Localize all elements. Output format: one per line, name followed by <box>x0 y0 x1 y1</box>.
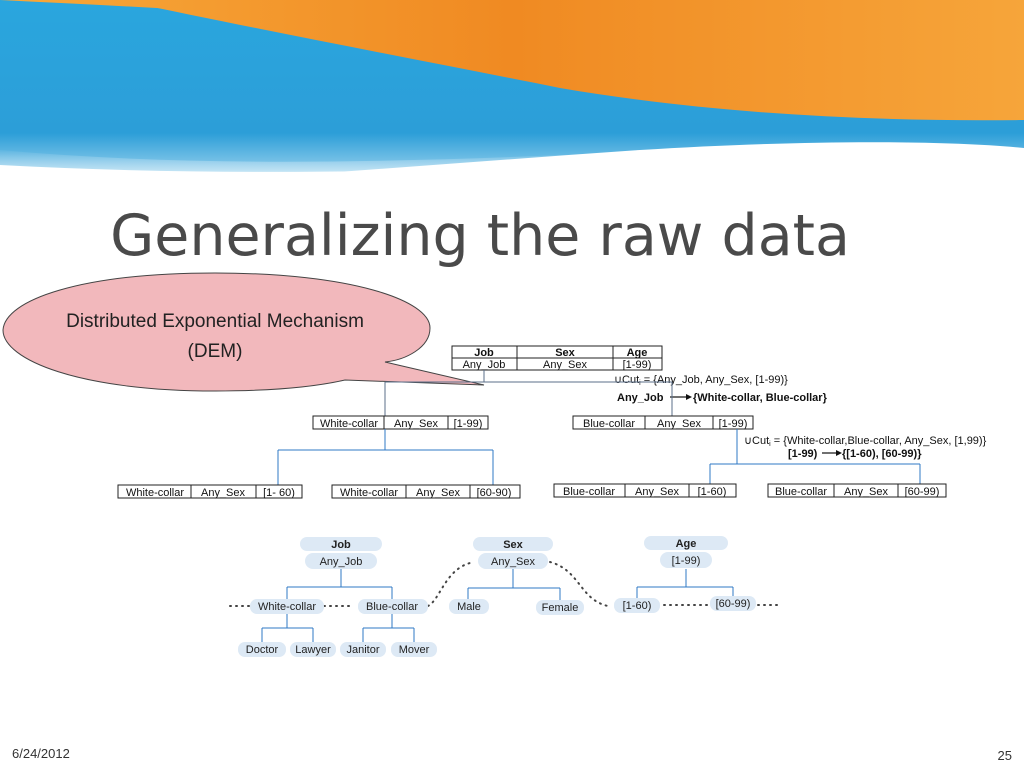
taxonomy-sex-male: Male <box>457 601 481 613</box>
svg-text:[1- 60): [1- 60) <box>263 487 295 499</box>
svg-text:Blue-collar: Blue-collar <box>583 418 635 430</box>
svg-text:[60-99): [60-99) <box>905 486 940 498</box>
taxonomy-job-mover: Mover <box>399 644 430 656</box>
svg-text:{[1-60), [60-99)}: {[1-60), [60-99)} <box>842 448 922 460</box>
level2-row-4: Blue-collar Any_Sex [60-99) <box>767 483 947 498</box>
slide-page-number: 25 <box>997 748 1012 763</box>
taxonomy-job-root: Any_Job <box>320 556 363 568</box>
header-wave-banner <box>0 0 1024 200</box>
svg-text:Any_Sex: Any_Sex <box>394 418 439 430</box>
level2-row-3: Blue-collar Any_Sex [1-60) <box>553 483 737 498</box>
specialization-step-1: Any_Job {White-collar, Blue-collar} <box>617 392 828 404</box>
root-cell-age: [1-99) <box>623 359 652 371</box>
taxonomy-job-lawyer: Lawyer <box>295 644 331 656</box>
slide-date: 6/24/2012 <box>12 746 70 761</box>
svg-text:White-collar: White-collar <box>320 418 378 430</box>
taxonomy-age-title: Age <box>676 538 697 550</box>
root-cell-sex: Any_Sex <box>543 359 588 371</box>
taxonomy-job-title: Job <box>331 539 351 551</box>
taxonomy-trees: Job Any_Job White-collar Blue-collar Doc… <box>229 536 779 657</box>
root-cell-job: Any_Job <box>463 359 506 371</box>
root-partition-table: Job Sex Age Any_Job Any_Sex [1-99) <box>451 345 663 371</box>
taxonomy-job-blue-collar: Blue-collar <box>366 601 418 613</box>
svg-text:[60-90): [60-90) <box>477 487 512 499</box>
taxonomy-age-1-60: [1-60) <box>623 600 652 612</box>
taxonomy-job-doctor: Doctor <box>246 644 279 656</box>
taxonomy-age-60-99: [60-99) <box>716 598 751 610</box>
header-job: Job <box>474 347 494 359</box>
cut-annotation-1: ∪Cuti = {Any_Job, Any_Sex, [1-99)} <box>614 374 788 387</box>
svg-text:White-collar: White-collar <box>126 487 184 499</box>
level2-row-2: White-collar Any_Sex [60-90) <box>331 484 521 499</box>
svg-text:Any_Sex: Any_Sex <box>844 486 889 498</box>
svg-text:Any_Sex: Any_Sex <box>657 418 702 430</box>
taxonomy-sex-root: Any_Sex <box>491 556 536 568</box>
level1-connectors <box>384 370 673 416</box>
specialization-step-2: [1-99) {[1-60), [60-99)} <box>788 448 922 460</box>
taxonomy-job-janitor: Janitor <box>346 644 379 656</box>
taxonomy-job-white-collar: White-collar <box>258 601 316 613</box>
svg-text:Blue-collar: Blue-collar <box>563 486 615 498</box>
svg-text:Any_Job: Any_Job <box>617 392 664 404</box>
taxonomy-sex-female: Female <box>542 602 579 614</box>
taxonomy-sex-title: Sex <box>503 539 523 551</box>
cut-annotation-2: ∪Cuti = {White-collar,Blue-collar, Any_S… <box>744 435 987 448</box>
slide-title: Generalizing the raw data <box>110 203 850 269</box>
level1-row-white-collar: White-collar Any_Sex [1-99) <box>312 415 489 430</box>
callout-line-2: (DEM) <box>188 341 243 362</box>
header-sex: Sex <box>555 347 575 359</box>
level2-connectors <box>277 429 921 485</box>
callout-line-1: Distributed Exponential Mechanism <box>66 311 364 332</box>
level1-row-blue-collar: Blue-collar Any_Sex [1-99) <box>572 415 754 430</box>
taxonomy-age-root: [1-99) <box>672 555 701 567</box>
svg-text:Any_Sex: Any_Sex <box>201 487 246 499</box>
dem-callout: Distributed Exponential Mechanism (DEM) <box>2 272 485 392</box>
svg-text:[1-99): [1-99) <box>454 418 483 430</box>
level2-row-1: White-collar Any_Sex [1- 60) <box>117 484 303 499</box>
svg-text:[1-99): [1-99) <box>788 448 818 460</box>
svg-text:{White-collar, Blue-collar}: {White-collar, Blue-collar} <box>693 392 828 404</box>
svg-text:White-collar: White-collar <box>340 487 398 499</box>
header-age: Age <box>627 347 648 359</box>
svg-text:[1-60): [1-60) <box>698 486 727 498</box>
svg-text:Any_Sex: Any_Sex <box>416 487 461 499</box>
svg-text:[1-99): [1-99) <box>719 418 748 430</box>
svg-text:Blue-collar: Blue-collar <box>775 486 827 498</box>
svg-text:Any_Sex: Any_Sex <box>635 486 680 498</box>
